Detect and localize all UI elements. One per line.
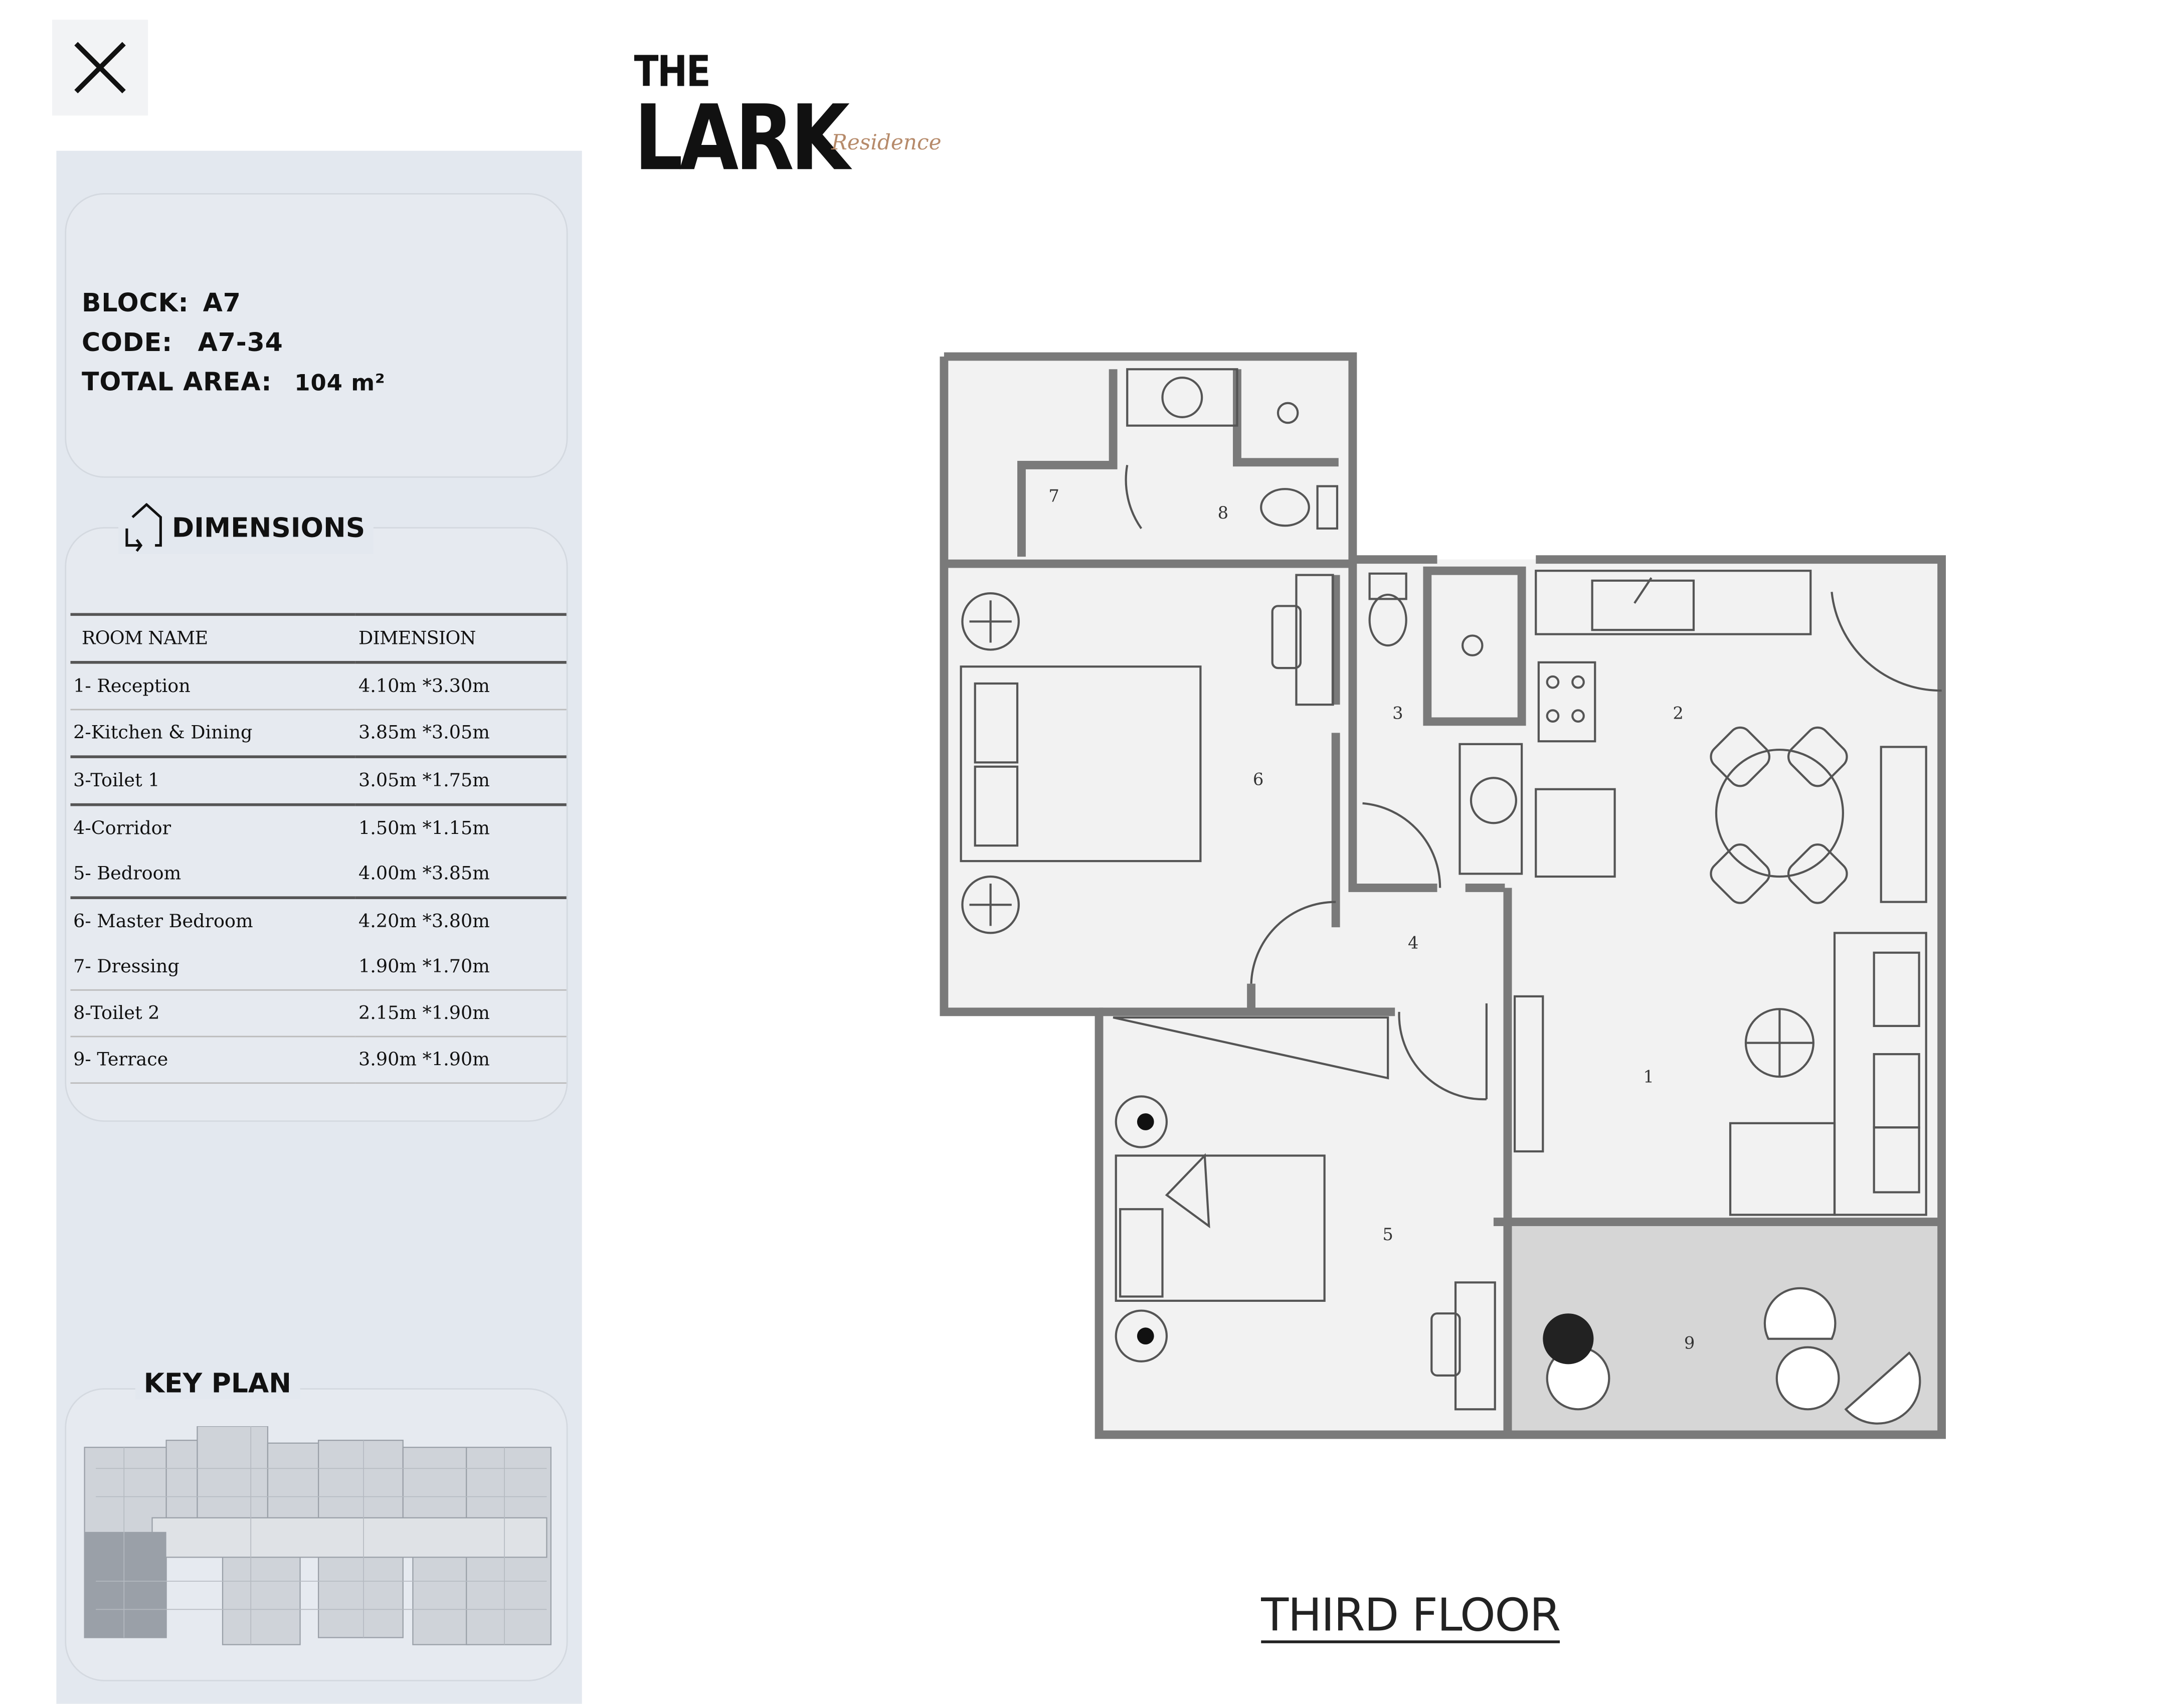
unit-card	[65, 193, 568, 478]
room-label-9: 9	[1684, 1333, 1695, 1352]
table-row: 6- Master Bedroom 4.20m *3.80m	[71, 898, 567, 944]
table-row: 3-Toilet 1 3.05m *1.75m	[70, 757, 567, 805]
room-label-1: 1	[1643, 1067, 1654, 1086]
room-dimension: 3.05m *1.75m	[358, 770, 490, 791]
room-dimension: 1.50m *1.15m	[358, 818, 490, 839]
furniture	[960, 368, 1942, 1425]
room-dimension: 4.00m *3.85m	[358, 863, 490, 885]
table-row: 4-Corridor 1.50m *1.15m	[71, 805, 567, 851]
logo-the: THE	[634, 48, 711, 97]
room-label-6: 6	[1253, 769, 1263, 789]
key-plan-image	[84, 1426, 552, 1645]
room-dimension: 4.10m *3.30m	[358, 675, 490, 697]
room-label-8: 8	[1218, 503, 1228, 523]
walls	[940, 352, 1946, 1439]
column-header-room: ROOM NAME	[81, 627, 208, 649]
room-name: 5- Bedroom	[73, 863, 181, 885]
block-label: BLOCK:	[81, 289, 189, 319]
dimensions-heading: DIMENSIONS	[118, 503, 374, 554]
logo-lark: LARK	[634, 87, 850, 192]
room-name: 1- Reception	[73, 675, 191, 697]
code-label: CODE:	[81, 328, 173, 358]
house-dimensions-icon	[125, 503, 162, 552]
table-row: 9- Terrace 3.90m *1.90m	[70, 1037, 567, 1083]
table-row: 2-Kitchen & Dining 3.85m *3.05m	[70, 710, 567, 757]
unit-info: BLOCK: A7 CODE: A7-34 TOTAL AREA: 104 m²	[82, 285, 385, 403]
room-label-7: 7	[1048, 486, 1059, 505]
close-icon	[74, 42, 126, 94]
code-value: A7-34	[198, 328, 283, 358]
room-label-5: 5	[1382, 1225, 1393, 1244]
floor-label: THIRD FLOOR	[1261, 1590, 1561, 1643]
room-label-3: 3	[1392, 703, 1403, 723]
room-dimension: 3.85m *3.05m	[358, 722, 490, 744]
logo-residence: Residence	[831, 129, 942, 155]
table-row: 1- Reception 4.10m *3.30m	[70, 662, 567, 710]
table-row: 7- Dressing 1.90m *1.70m	[70, 944, 567, 990]
dimensions-card	[65, 527, 568, 1122]
room-dimension: 1.90m *1.70m	[358, 956, 490, 977]
room-dimension: 2.15m *1.90m	[358, 1002, 490, 1024]
room-name: 2-Kitchen & Dining	[73, 722, 253, 744]
room-name: 8-Toilet 2	[73, 1002, 160, 1024]
key-plan-title: KEY PLAN	[135, 1368, 300, 1400]
plant-icon	[1543, 1313, 1594, 1365]
logo: THE LARK Residence	[634, 48, 942, 192]
area-label: TOTAL AREA:	[81, 368, 272, 398]
dimensions-table: ROOM NAME DIMENSION 1- Reception 4.10m *3…	[70, 613, 567, 1084]
room-dimension: 4.20m *3.80m	[358, 911, 490, 933]
room-name: 7- Dressing	[73, 956, 179, 977]
room-label-4: 4	[1408, 933, 1418, 952]
block-value: A7	[203, 289, 241, 319]
table-row: 8-Toilet 2 2.15m *1.90m	[70, 990, 567, 1037]
room-name: 4-Corridor	[73, 818, 171, 839]
column-header-dimension: DIMENSION	[358, 627, 476, 649]
close-button[interactable]	[52, 20, 148, 116]
room-dimension: 3.90m *1.90m	[358, 1049, 490, 1071]
room-name: 9- Terrace	[73, 1049, 168, 1071]
room-name: 6- Master Bedroom	[73, 911, 253, 933]
dimensions-title: DIMENSIONS	[171, 513, 366, 544]
table-row: 5- Bedroom 4.00m *3.85m	[70, 851, 567, 898]
room-name: 3-Toilet 1	[73, 770, 160, 791]
table-header-row: ROOM NAME DIMENSION	[70, 614, 567, 662]
room-label-2: 2	[1673, 703, 1683, 723]
room-labels: 1 2 3 4 5 6 7 8 9	[1048, 486, 1695, 1352]
unit-info-panel: BLOCK: A7 CODE: A7-34 TOTAL AREA: 104 m² DI…	[56, 150, 582, 1704]
area-value: 104 m²	[294, 369, 386, 396]
